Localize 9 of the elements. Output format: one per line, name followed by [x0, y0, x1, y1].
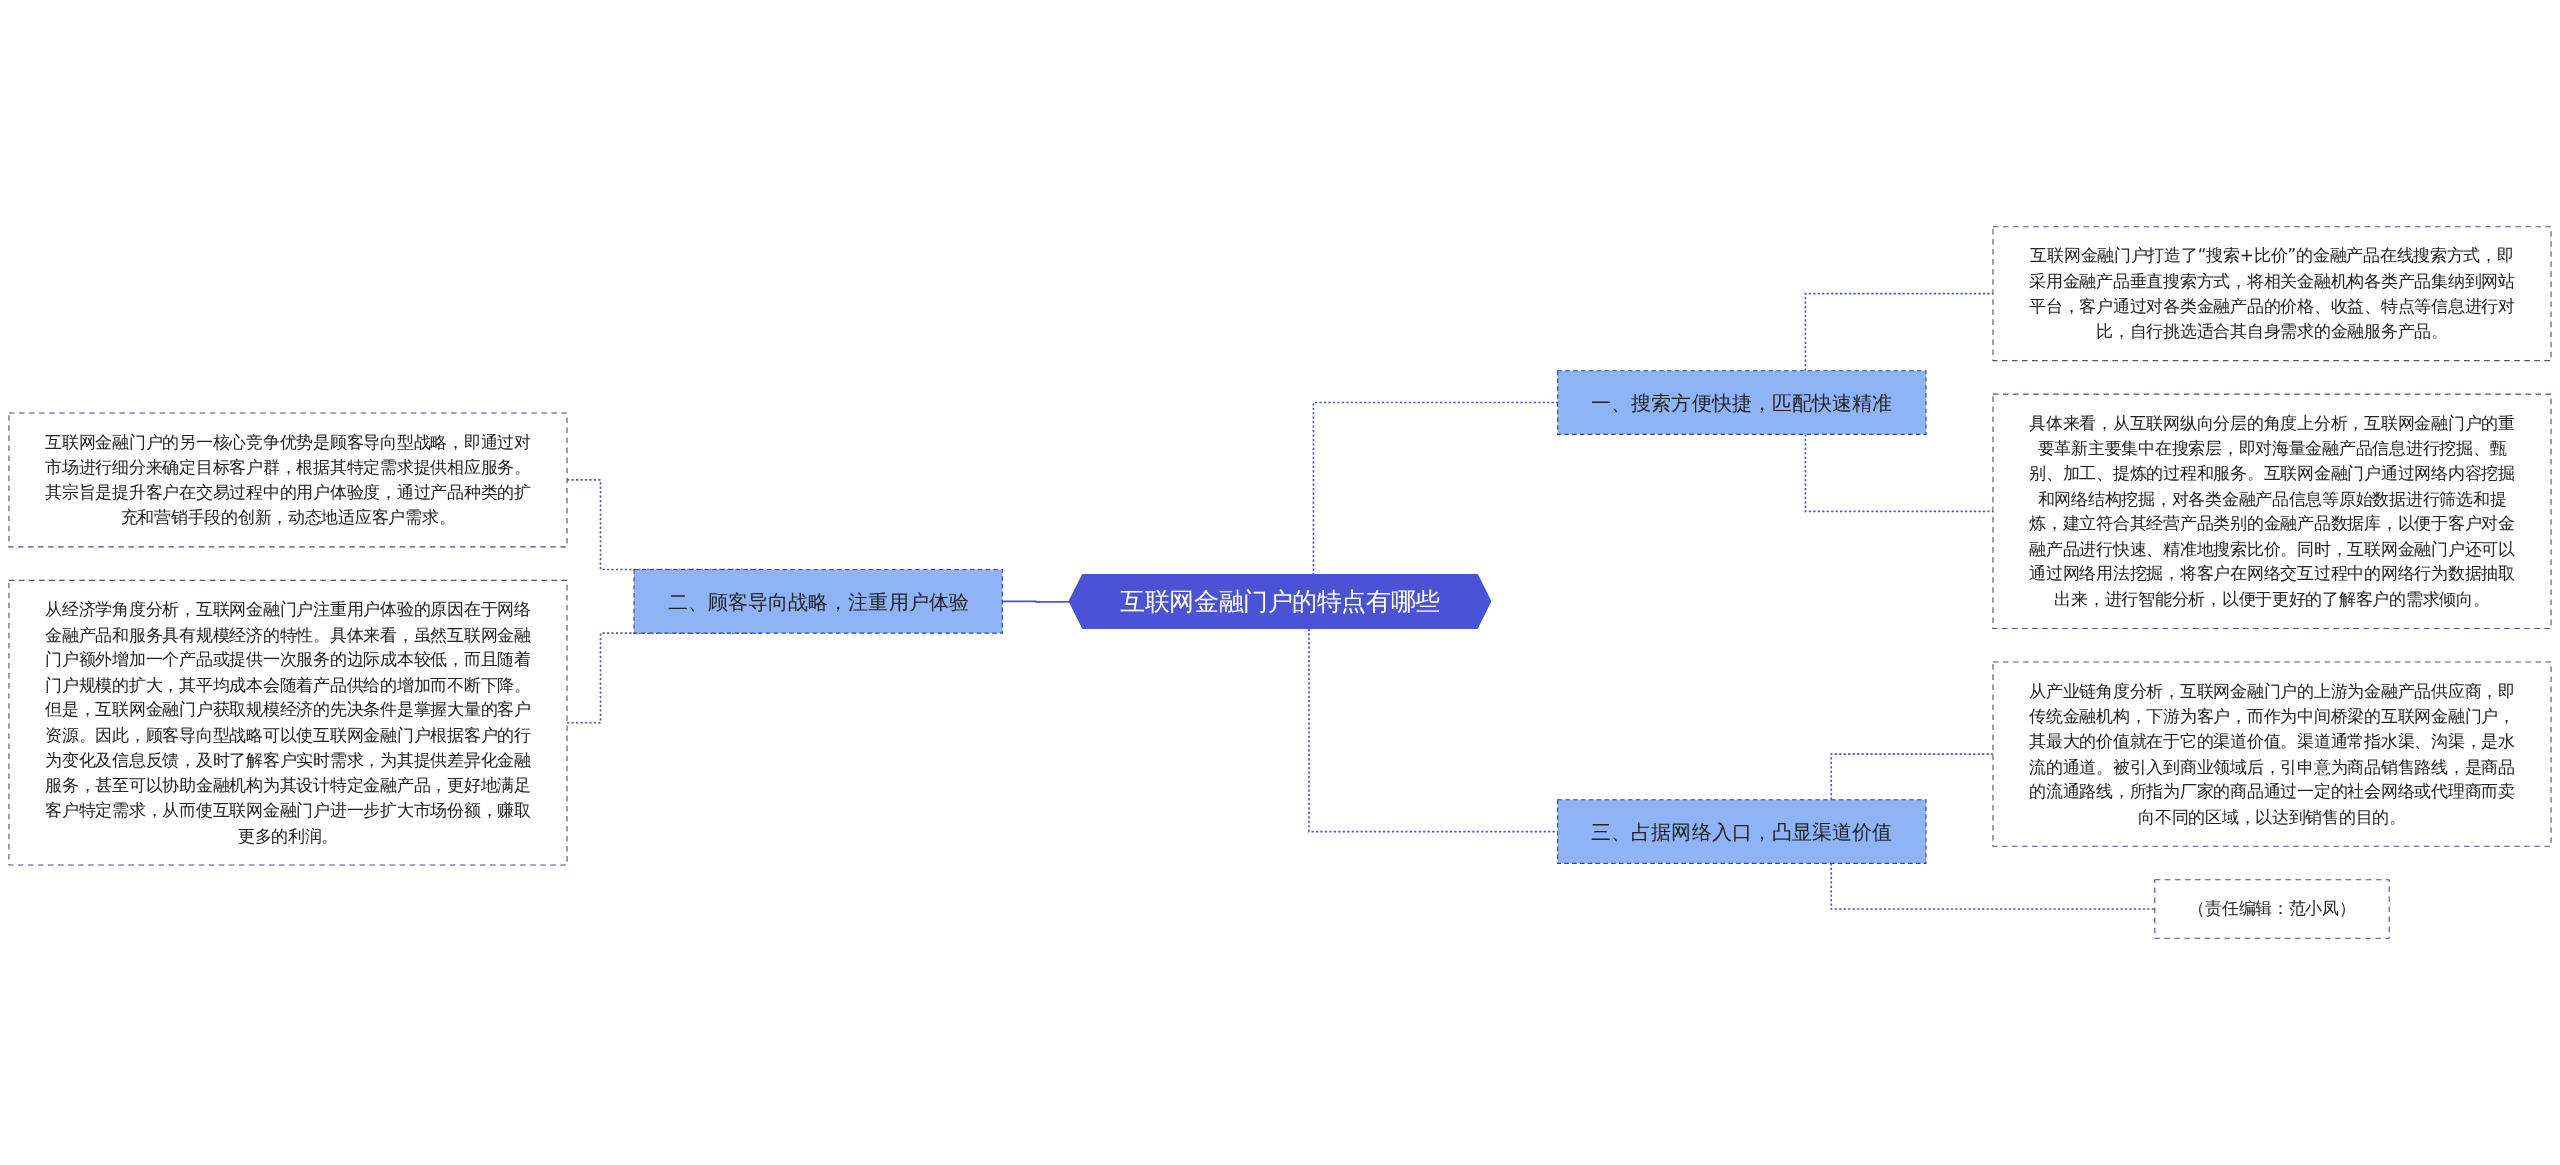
- node-box: 具体来看，从互联网纵向分层的角度上分析，互联网金融门户的重要革新主要集中在搜索层，即对海量金融产品信息进行挖掘、甄别、加工、提炼的过程和服务。互联网金融门户通过网络内容挖掘和网络结构挖掘，对各类金融产品信息等原始数据进行筛选和提炼，建立符合其经营产品类别的金融产品数据库，以便于客户对金融产品进行快速、精准地搜索比价。同时，互联网金融门户还可以通过网络用法挖掘，将客户在网络交互过程中的网络行为数据抽取出来，进行智能分析，以便于更好的了解客户的需求倾向。: [1992, 393, 2552, 630]
- node-box: （责任编辑：范小凤）: [2154, 879, 2390, 939]
- node-box: 从产业链角度分析，互联网金融门户的上游为金融产品供应商，即传统金融机构，下游为客户，而作为中间桥梁的互联网金融门户，其最大的价值就在于它的渠道价值。渠道通常指水渠、沟渠，是水流的通道。被引入到商业领域后，引申意为商品销售路线，是商品的流通路线，所指为厂家的商品通过一定的社会网络或代理商而卖向不同的区域，以达到销售的目的。: [1992, 661, 2552, 847]
- node-box: 互联网金融门户的另一核心竞争优势是顾客导向型战略，即通过对市场进行细分来确定目标客户群，根据其特定需求提供相应服务。其宗旨是提升客户在交易过程中的用户体验度，通过产品种类的扩充和营销手段的创新，动态地适应客户需求。: [8, 412, 568, 548]
- node-box: 从经济学角度分析，互联网金融门户注重用户体验的原因在于网络金融产品和服务具有规模经济的特性。具体来看，虽然互联网金融门户额外增加一个产品或提供一次服务的边际成本较低，而且随着门户规模的扩大，其平均成本会随着产品供给的增加而不断下降。但是，互联网金融门户获取规模经济的先决条件是掌握大量的客户资源。因此，顾客导向型战略可以使互联网金融门户根据客户的行为变化及信息反馈，及时了解客户实时需求，为其提供差异化金融服务，甚至可以协助金融机构为其设计特定金融产品，更好地满足客户特定需求，从而使互联网金融门户进一步扩大市场份额，赚取更多的利润。: [8, 579, 568, 866]
- node-box: 二、顾客导向战略，注重用户体验: [633, 568, 1003, 634]
- node-box: 互联网金融门户打造了“搜索+比价”的金融产品在线搜索方式，即采用金融产品垂直搜索方式，将相关金融机构各类产品集纳到网站平台，客户通过对各类金融产品的价格、收益、特点等信息进行对比，自行挑选适合其自身需求的金融服务产品。: [1992, 226, 2552, 362]
- node-box: 三、占据网络入口，凸显渠道价值: [1557, 799, 1927, 864]
- node-box: 一、搜索方便快捷，匹配快速精准: [1557, 370, 1927, 435]
